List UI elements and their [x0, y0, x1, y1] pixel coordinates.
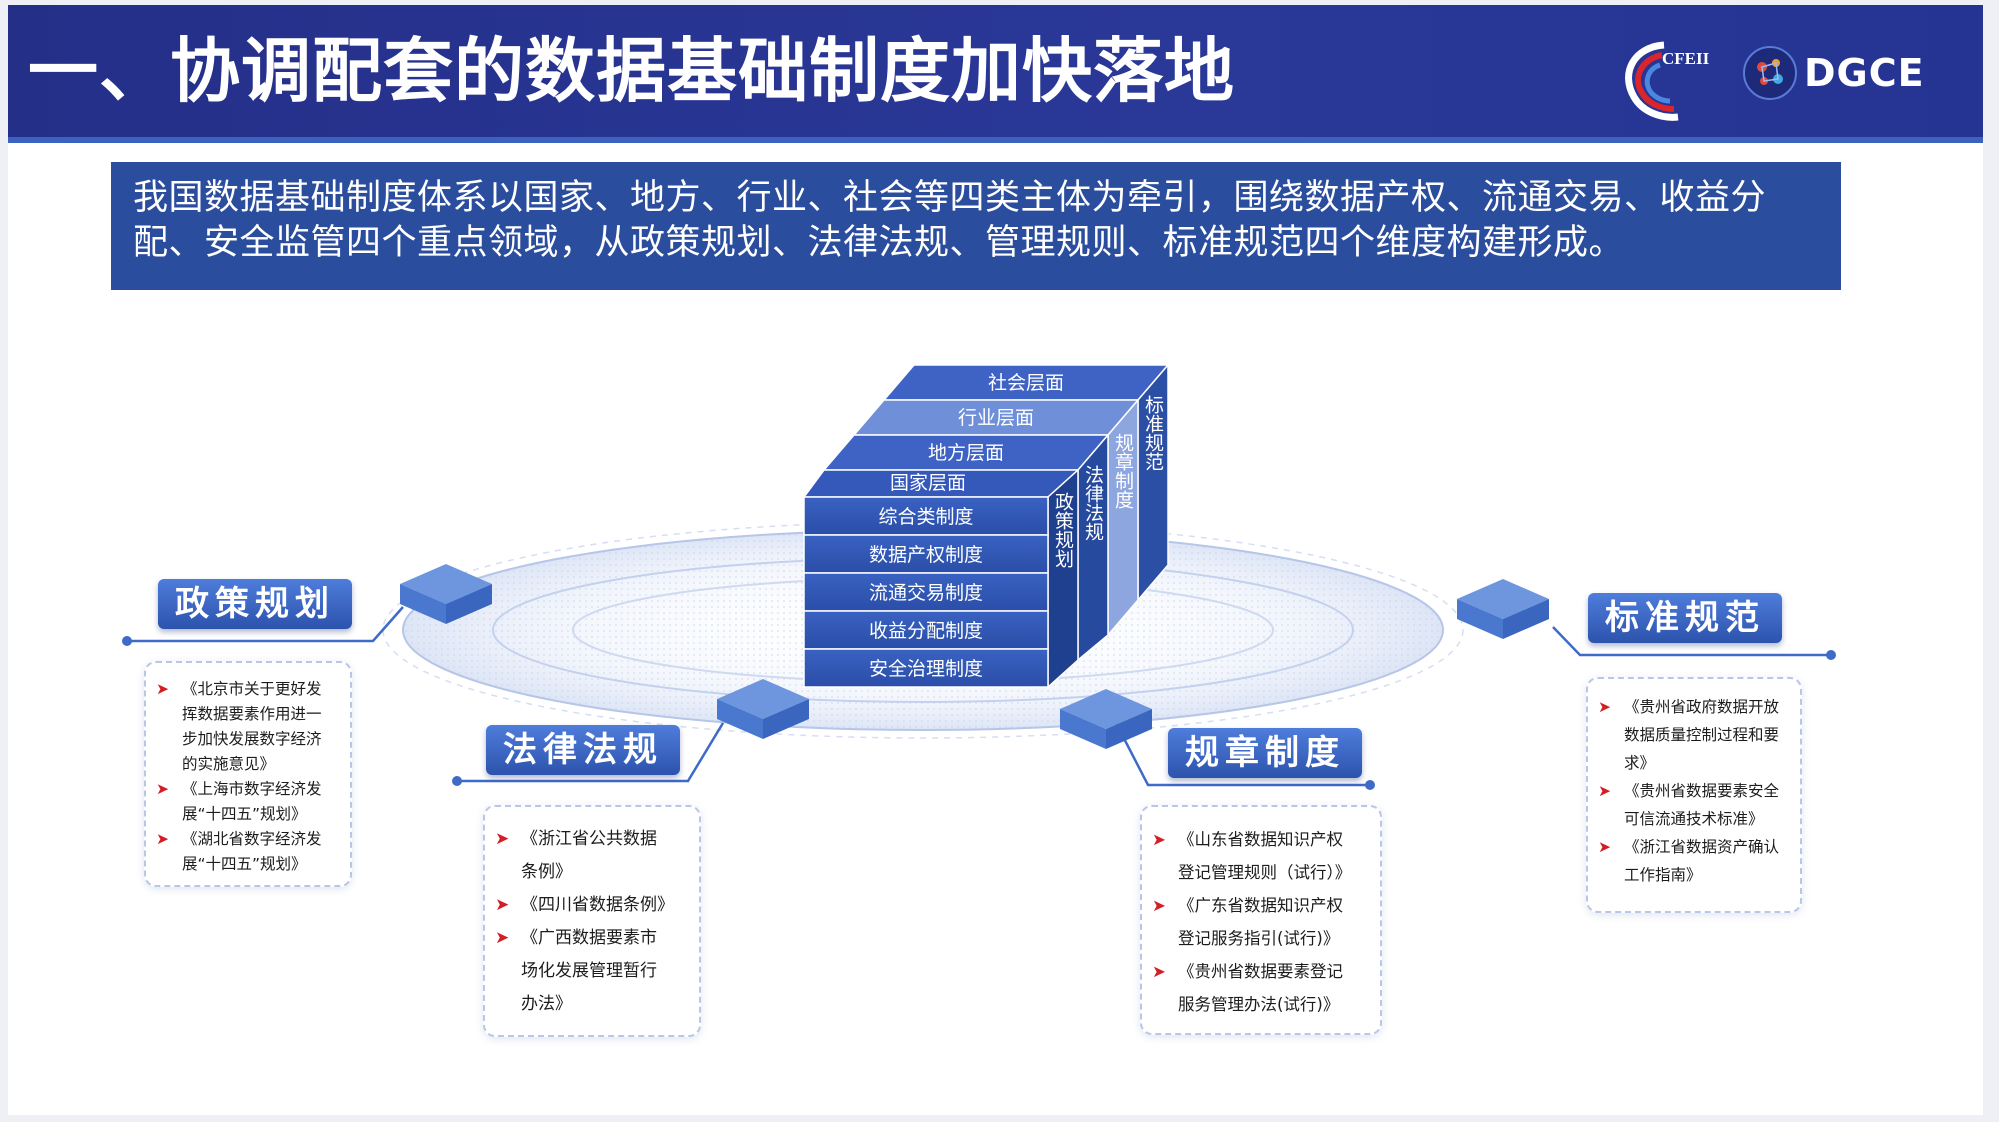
header-bar: 一、协调配套的数据基础制度加快落地 CFEII DGCE [8, 5, 1983, 137]
category-label-policy: 政策规划 [158, 579, 352, 629]
arrow-bullet-icon: ➤ [1598, 838, 1611, 856]
list-item: ➤ 《浙江省公共数据 条例》 [485, 823, 699, 889]
page-title: 一、协调配套的数据基础制度加快落地 [28, 30, 1235, 112]
intro-text: 我国数据基础制度体系以国家、地方、行业、社会等四类主体为牵引，围绕数据产权、流通… [133, 178, 1767, 263]
list-item-line: 工作指南》 [1624, 866, 1702, 884]
list-item-line: 《贵州省政府数据开放 [1624, 698, 1780, 716]
arrow-bullet-icon: ➤ [156, 680, 169, 698]
list-item-line: 《贵州省数据要素登记 [1178, 962, 1343, 981]
cfeii-logo-icon [1625, 41, 1679, 121]
arrow-bullet-icon: ➤ [156, 780, 169, 798]
list-item: ➤ 《贵州省数据要素安全 可信流通技术标准》 [1588, 777, 1800, 833]
list-item: ➤ 《广西数据要素市 场化发展管理暂行 办法》 [485, 922, 699, 1021]
list-item-line: 展“十四五”规划》 [182, 855, 307, 873]
cube-col-standards: 标准规范 [1142, 395, 1164, 471]
list-item-line: 条例》 [521, 862, 572, 882]
central-cube [802, 362, 1170, 689]
cube-layer-social: 社会层面 [988, 372, 1064, 394]
list-item-line: 可信流通技术标准》 [1624, 810, 1764, 828]
policy-docs-box: ➤ 《北京市关于更好发 挥数据要素作用进一 步加快发展数字经济 的实施意见》 ➤… [144, 661, 352, 887]
law-docs-box: ➤ 《浙江省公共数据 条例》 ➤ 《四川省数据条例》 ➤ 《广西数据要素市 场化… [483, 805, 701, 1037]
category-label-law: 法律法规 [486, 725, 680, 775]
arrow-bullet-icon: ➤ [1598, 782, 1611, 800]
slide: 一、协调配套的数据基础制度加快落地 CFEII DGCE 我国数据基础制度体系以… [8, 5, 1983, 1115]
cube-layer-national: 国家层面 [890, 472, 966, 494]
list-item-line: 登记服务指引(试行)》 [1178, 929, 1340, 948]
list-item-line: 办法》 [521, 994, 572, 1014]
list-item-line: 《广西数据要素市 [521, 928, 657, 948]
arrow-bullet-icon: ➤ [156, 830, 169, 848]
list-item-line: 数据质量控制过程和要 [1624, 726, 1780, 744]
category-label-standards: 标准规范 [1588, 593, 1782, 643]
header-divider [8, 137, 1983, 143]
list-item-line: 服务管理办法(试行)》 [1178, 995, 1340, 1014]
list-item-line: 《上海市数字经济发 [182, 780, 322, 798]
arrow-bullet-icon: ➤ [495, 895, 510, 915]
list-item-line: 求》 [1624, 754, 1656, 772]
list-item: ➤ 《北京市关于更好发 挥数据要素作用进一 步加快发展数字经济 的实施意见》 [146, 677, 350, 777]
list-item: ➤ 《湖北省数字经济发 展“十四五”规划》 [146, 827, 350, 877]
cube-layer-industry: 行业层面 [958, 407, 1034, 429]
list-item-line: 《浙江省公共数据 [521, 829, 657, 849]
dgce-logo-text: DGCE [1804, 51, 1925, 95]
list-item-line: 登记管理规则（试行）》 [1178, 863, 1352, 882]
standards-docs-box: ➤ 《贵州省政府数据开放 数据质量控制过程和要 求》 ➤ 《贵州省数据要素安全 … [1586, 677, 1802, 913]
arrow-bullet-icon: ➤ [1598, 698, 1611, 716]
arrow-bullet-icon: ➤ [1152, 962, 1166, 981]
list-item-line: 《贵州省数据要素安全 [1624, 782, 1780, 800]
arrow-bullet-icon: ➤ [495, 829, 510, 849]
cube-row-property: 数据产权制度 [869, 544, 983, 566]
cube-layer-local: 地方层面 [928, 442, 1004, 464]
list-item-line: 《广东省数据知识产权 [1178, 896, 1343, 915]
list-item-line: 场化发展管理暂行 [521, 961, 657, 981]
cfeii-logo-text: CFEII [1662, 49, 1710, 68]
intro-panel: 我国数据基础制度体系以国家、地方、行业、社会等四类主体为牵引，围绕数据产权、流通… [111, 162, 1841, 290]
list-item: ➤ 《四川省数据条例》 [485, 889, 699, 922]
rules-docs-box: ➤ 《山东省数据知识产权 登记管理规则（试行）》 ➤ 《广东省数据知识产权 登记… [1140, 805, 1382, 1035]
cube-col-policy: 政策规划 [1052, 492, 1074, 568]
list-item: ➤ 《浙江省数据资产确认 工作指南》 [1588, 833, 1800, 889]
framework-diagram: 社会层面 行业层面 地方层面 国家层面 综合类制度 数据产权制度 流通交易制度 … [122, 362, 1836, 790]
cube-row-trading: 流通交易制度 [869, 582, 983, 604]
list-item-line: 的实施意见》 [182, 755, 276, 773]
category-label-rules: 规章制度 [1168, 728, 1362, 778]
cube-row-security: 安全治理制度 [869, 658, 983, 680]
list-item: ➤ 《上海市数字经济发 展“十四五”规划》 [146, 777, 350, 827]
list-item-line: 《浙江省数据资产确认 [1624, 838, 1780, 856]
list-item-line: 展“十四五”规划》 [182, 805, 307, 823]
list-item: ➤ 《贵州省数据要素登记 服务管理办法(试行)》 [1142, 955, 1380, 1021]
list-item-line: 步加快发展数字经济 [182, 730, 322, 748]
list-item-line: 挥数据要素作用进一 [182, 705, 322, 723]
cube-row-general: 综合类制度 [878, 506, 973, 528]
list-item: ➤ 《贵州省政府数据开放 数据质量控制过程和要 求》 [1588, 693, 1800, 777]
list-item-line: 《北京市关于更好发 [182, 680, 322, 698]
cube-col-law: 法律法规 [1082, 465, 1104, 541]
list-item: ➤ 《广东省数据知识产权 登记服务指引(试行)》 [1142, 889, 1380, 955]
connector-lines [122, 606, 1836, 790]
mini-cubes [400, 564, 1549, 749]
list-item-line: 《山东省数据知识产权 [1178, 830, 1343, 849]
list-item-line: 《湖北省数字经济发 [182, 830, 322, 848]
cube-row-income: 收益分配制度 [869, 620, 983, 642]
dgce-logo-icon [1743, 46, 1797, 100]
list-item-line: 《四川省数据条例》 [521, 895, 674, 915]
list-item: ➤ 《山东省数据知识产权 登记管理规则（试行）》 [1142, 823, 1380, 889]
arrow-bullet-icon: ➤ [1152, 896, 1166, 915]
cube-col-rules: 规章制度 [1112, 433, 1134, 509]
arrow-bullet-icon: ➤ [1152, 830, 1166, 849]
arrow-bullet-icon: ➤ [495, 928, 510, 948]
